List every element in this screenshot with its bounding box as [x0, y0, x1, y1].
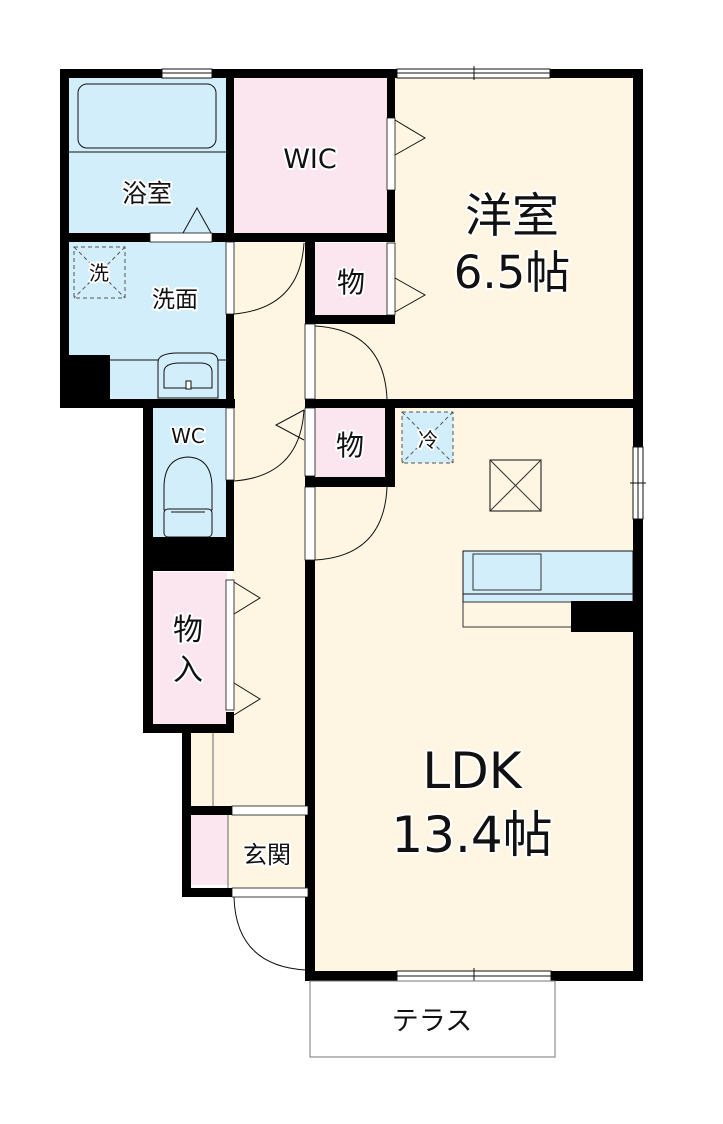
bathroom-label: 浴室	[122, 179, 172, 208]
western-room-size: 6.5帖	[454, 246, 571, 299]
vent-icon	[489, 459, 542, 512]
terrace-area[interactable]	[309, 980, 556, 1058]
ldk-size: 13.4帖	[391, 806, 552, 864]
sink-icon	[110, 352, 226, 399]
washroom-label: 洗面	[152, 287, 198, 313]
entrance-label: 玄関	[243, 841, 291, 869]
door-marker-icon	[182, 206, 212, 234]
toilet-icon	[163, 456, 213, 538]
bathtub-icon	[77, 83, 217, 149]
landing-area	[313, 320, 395, 399]
door-swings	[233, 119, 427, 971]
kitchen-counter-icon	[462, 550, 634, 632]
wc-label: WC	[171, 424, 205, 448]
terrace-label: テラス	[392, 1006, 472, 1037]
ldk-area[interactable]	[313, 405, 633, 971]
storage-upper-area[interactable]	[313, 243, 390, 315]
fridge-space-icon	[401, 411, 454, 464]
closet-area[interactable]	[152, 572, 227, 724]
closet-label-line2: 入	[173, 653, 203, 688]
door-openings	[149, 117, 396, 898]
closet-label-line1: 物	[173, 613, 203, 648]
storage-upper-label: 物	[337, 266, 365, 299]
wic-area[interactable]	[232, 77, 387, 233]
storage-middle-label: 物	[336, 429, 364, 462]
western-room-label: 洋室	[465, 189, 559, 244]
ldk-label: LDK	[422, 742, 522, 800]
shoe-storage	[190, 815, 228, 885]
windows	[161, 66, 646, 984]
washer-label: 洗	[89, 261, 109, 285]
washer-space-icon	[73, 246, 126, 299]
western-room-area[interactable]	[395, 77, 633, 399]
wic-label: WIC	[283, 144, 337, 175]
fridge-label: 冷	[418, 428, 438, 452]
